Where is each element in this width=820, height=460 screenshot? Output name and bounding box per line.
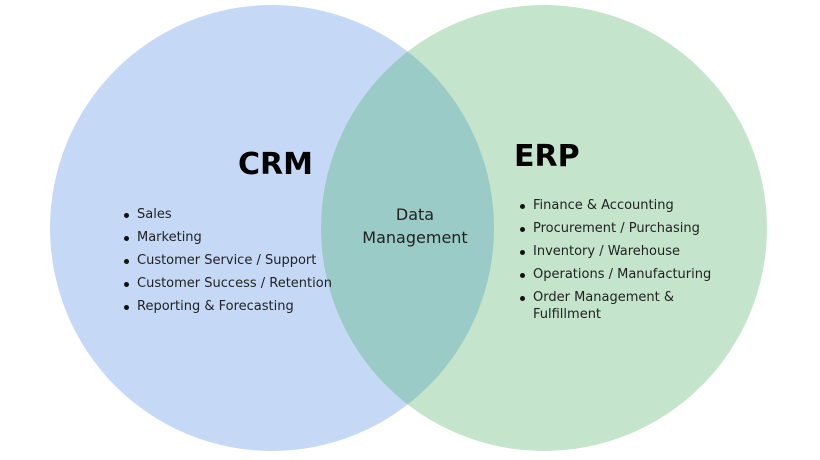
- intersection-label-line: Management: [362, 228, 468, 247]
- erp-title: ERP: [514, 139, 580, 174]
- erp-item: Procurement / Purchasing: [519, 220, 719, 237]
- crm-item: Marketing: [123, 229, 333, 246]
- erp-item: Inventory / Warehouse: [519, 243, 719, 260]
- intersection-label: Data Management: [340, 203, 490, 249]
- erp-item-list: Finance & Accounting Procurement / Purch…: [519, 197, 719, 329]
- crm-item: Customer Success / Retention: [123, 275, 333, 292]
- crm-item: Reporting & Forecasting: [123, 298, 333, 315]
- erp-item: Finance & Accounting: [519, 197, 719, 214]
- erp-item: Order Management & Fulfillment: [519, 289, 719, 323]
- erp-item: Operations / Manufacturing: [519, 266, 719, 283]
- crm-item: Customer Service / Support: [123, 252, 333, 269]
- overlap-region: [321, 5, 494, 451]
- crm-item-list: Sales Marketing Customer Service / Suppo…: [123, 206, 333, 321]
- intersection-label-line: Data: [395, 205, 435, 224]
- crm-title: CRM: [238, 147, 313, 182]
- crm-item: Sales: [123, 206, 333, 223]
